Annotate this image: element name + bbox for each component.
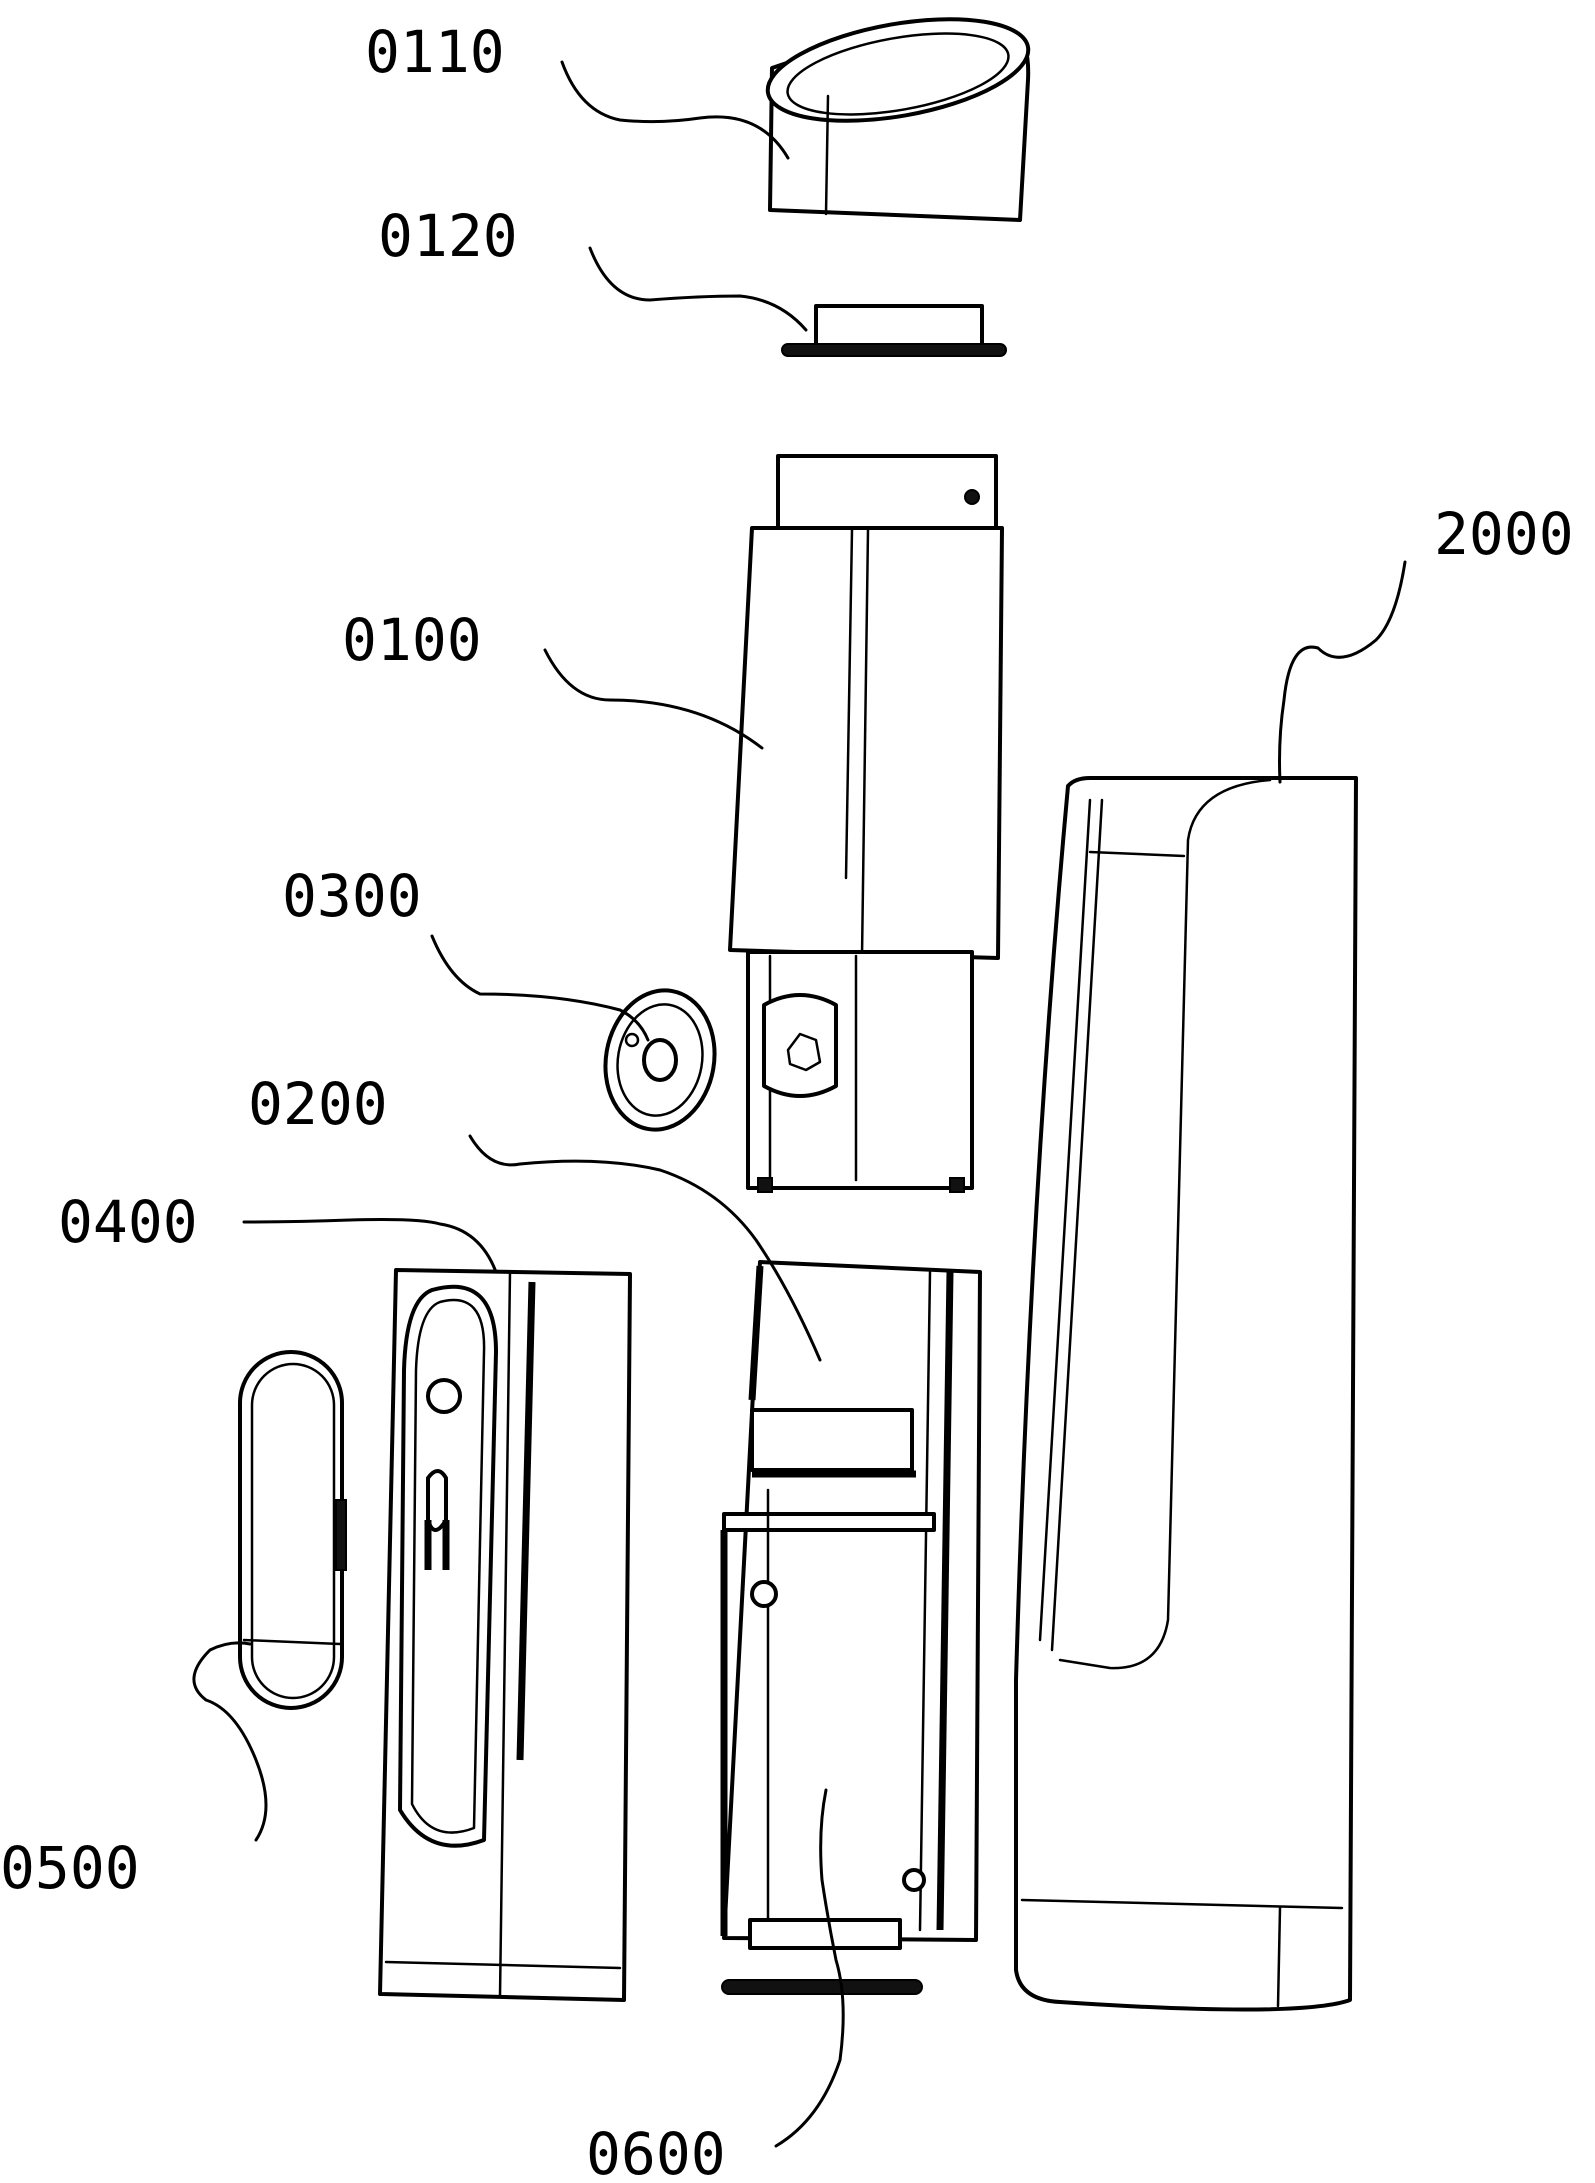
label-2000: 2000: [1434, 500, 1574, 568]
label-0110: 0110: [365, 18, 505, 86]
label-0600: 0600: [586, 2120, 726, 2183]
battery-part: [238, 1350, 347, 1710]
leader-0100: [543, 648, 764, 750]
leader-0110: [560, 60, 790, 160]
body-part: [728, 454, 1004, 1193]
label-0400: 0400: [58, 1188, 198, 1256]
housing-part: [1014, 776, 1358, 2012]
leader-2000: [1278, 560, 1407, 784]
cap-part: [765, 17, 1031, 222]
label-0100: 0100: [342, 606, 482, 674]
leader-0300: [430, 934, 650, 1042]
label-0300: 0300: [282, 862, 422, 930]
disc-part: [603, 988, 717, 1132]
leader-0200: [468, 1134, 822, 1362]
leader-0500: [192, 1641, 268, 1842]
leader-0400: [242, 1218, 498, 1274]
holder-part: [720, 1260, 982, 1995]
leader-0600: [774, 1788, 845, 2148]
cover-part: [378, 1268, 632, 2002]
seal-part: [781, 304, 1007, 357]
leader-0120: [588, 246, 808, 332]
label-0500: 0500: [0, 1834, 140, 1902]
label-0200: 0200: [248, 1070, 388, 1138]
label-0120: 0120: [378, 202, 518, 270]
